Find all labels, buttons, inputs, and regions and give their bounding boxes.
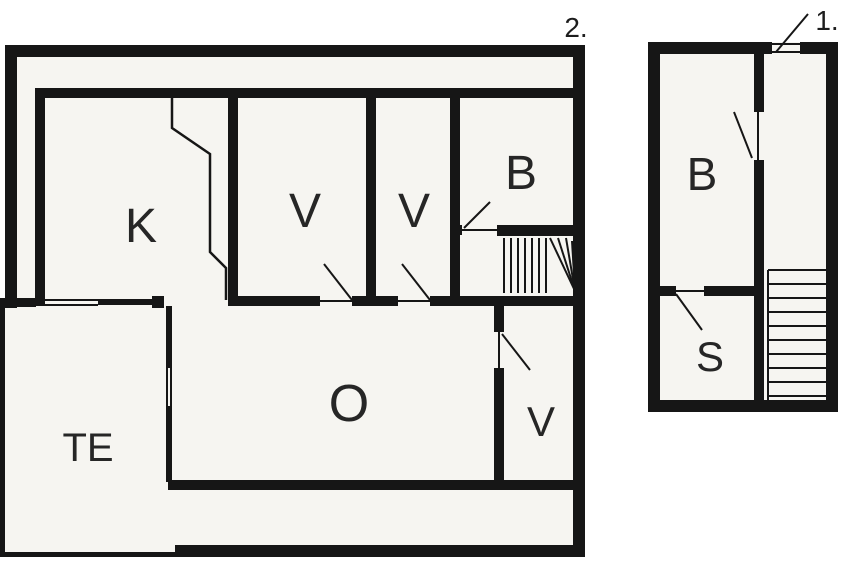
floor2-window-and-door-openings	[36, 229, 500, 406]
floor2-terrace-walls	[0, 296, 178, 557]
floor1-plan	[648, 13, 838, 412]
room-label-v2: V	[397, 185, 431, 238]
room-label-s: S	[695, 333, 725, 380]
floor2-plan	[0, 45, 585, 557]
floor1-outer-walls	[648, 42, 838, 412]
room-label-o: O	[328, 375, 370, 433]
floor2-door-swings	[323, 201, 531, 371]
floor1-floor-area	[648, 42, 838, 412]
room-label-b-upper: B	[504, 147, 538, 200]
floor1-straight-staircase	[767, 269, 826, 400]
floor2-chimney-line	[170, 98, 228, 300]
plan-number-floor2: 2.	[564, 12, 588, 43]
room-label-te: TE	[62, 426, 114, 470]
floor2-knee-walls	[35, 88, 573, 304]
floor2-winder-staircase	[497, 234, 576, 293]
room-label-v3: V	[526, 398, 556, 445]
floor2-outer-walls	[0, 45, 585, 557]
floor1-interior-walls	[660, 54, 764, 412]
room-label-k: K	[124, 200, 158, 253]
room-label-v1: V	[288, 185, 322, 238]
plan-number-floor1: 1.	[815, 5, 839, 36]
floor1-door-swings	[675, 111, 759, 331]
floor2-interior-walls	[168, 88, 585, 490]
floor1-entry-door	[772, 13, 809, 53]
room-label-b-ground: B	[686, 148, 718, 200]
